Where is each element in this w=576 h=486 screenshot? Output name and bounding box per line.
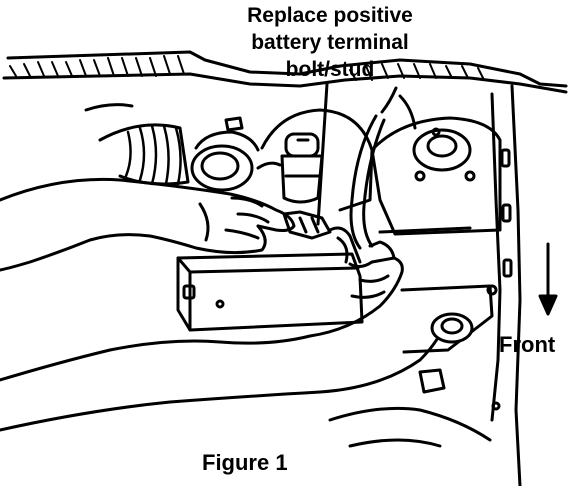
right-hand — [0, 240, 448, 432]
throttle-body — [190, 116, 260, 192]
figure-caption: Figure 1 — [202, 450, 288, 475]
callout-leader-line — [316, 82, 329, 226]
strut-tower — [370, 116, 502, 236]
wiring — [349, 86, 417, 250]
battery — [176, 252, 364, 332]
direction-label: Front — [499, 332, 556, 357]
brake-booster — [256, 108, 374, 212]
callout-line-2: battery terminal — [251, 31, 409, 54]
fluid-reservoir — [280, 132, 324, 204]
fender-panel — [486, 84, 522, 486]
left-hand — [0, 177, 296, 272]
callout-line-1: Replace positive — [247, 4, 413, 27]
hood-edge — [2, 50, 568, 94]
callout-line-3: bolt/stud — [285, 58, 375, 81]
callout-text: Replace positive battery terminal bolt/s… — [196, 2, 464, 83]
air-intake-hose — [84, 103, 190, 186]
down-arrow-icon — [538, 242, 558, 316]
lower-engine-bay — [328, 226, 494, 448]
